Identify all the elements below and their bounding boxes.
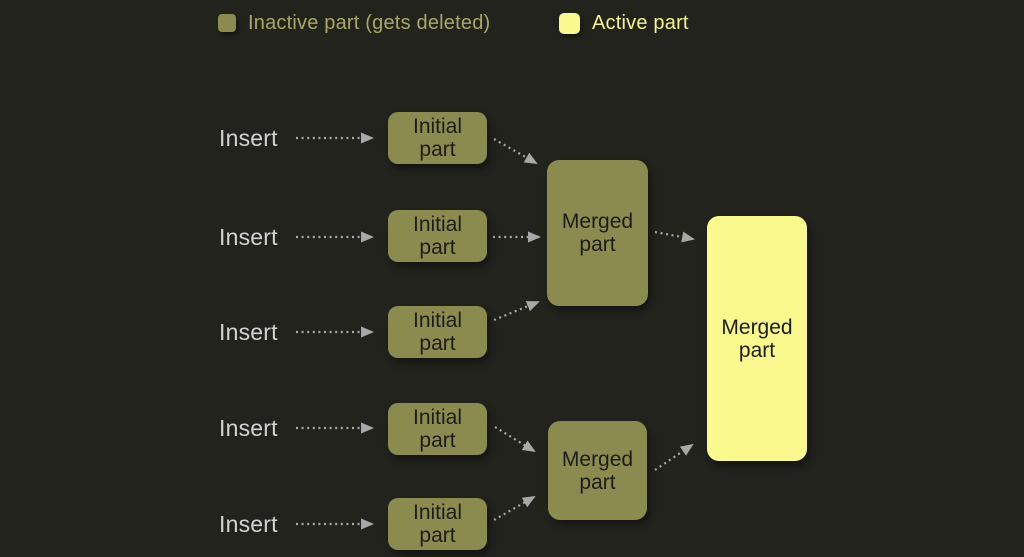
merged-part-label: Merged — [561, 210, 634, 233]
initial-part-box-2: Initial part — [388, 210, 487, 262]
insert-label-3: Insert — [219, 319, 278, 345]
insert-label-1: Insert — [219, 125, 278, 151]
initial-part-label: part — [419, 429, 456, 452]
merged-part-label: part — [579, 233, 616, 256]
initial-part-box-1: Initial part — [388, 112, 487, 164]
initial-part-label: Initial — [412, 309, 463, 332]
insert-label-2: Insert — [219, 224, 278, 250]
insert-label-5: Insert — [219, 511, 278, 537]
initial-part-box-5: Initial part — [388, 498, 487, 550]
active-part-swatch-icon — [559, 12, 580, 34]
legend-label-inactive: Inactive part (gets deleted) — [248, 11, 491, 34]
merged-part-label: part — [738, 338, 776, 362]
merged-part-box-active: Merged part — [707, 216, 807, 461]
initial-part-label: part — [419, 524, 456, 547]
initial-part-label: Initial — [412, 115, 463, 138]
merged-part-box-inactive-2: Merged part — [548, 421, 647, 520]
merged-part-label: part — [579, 470, 616, 494]
merged-part-label: Merged — [561, 447, 634, 471]
inactive-part-swatch-icon — [218, 14, 236, 32]
initial-part-label: Initial — [412, 213, 463, 236]
initial-part-label: Initial — [412, 406, 463, 429]
initial-part-label: part — [419, 236, 456, 259]
merged-part-box-inactive-1: Merged part — [547, 160, 648, 306]
merged-part-label: Merged — [721, 315, 793, 339]
legend-label-active: Active part — [592, 11, 689, 34]
initial-part-label: part — [419, 332, 456, 355]
insert-label-4: Insert — [219, 415, 278, 441]
initial-part-label: Initial — [412, 501, 463, 524]
legend-item-active: Active part — [559, 10, 689, 36]
initial-part-box-3: Initial part — [388, 306, 487, 358]
initial-part-box-4: Initial part — [388, 403, 487, 455]
legend-item-inactive: Inactive part (gets deleted) — [218, 10, 490, 36]
initial-part-label: part — [419, 138, 456, 161]
